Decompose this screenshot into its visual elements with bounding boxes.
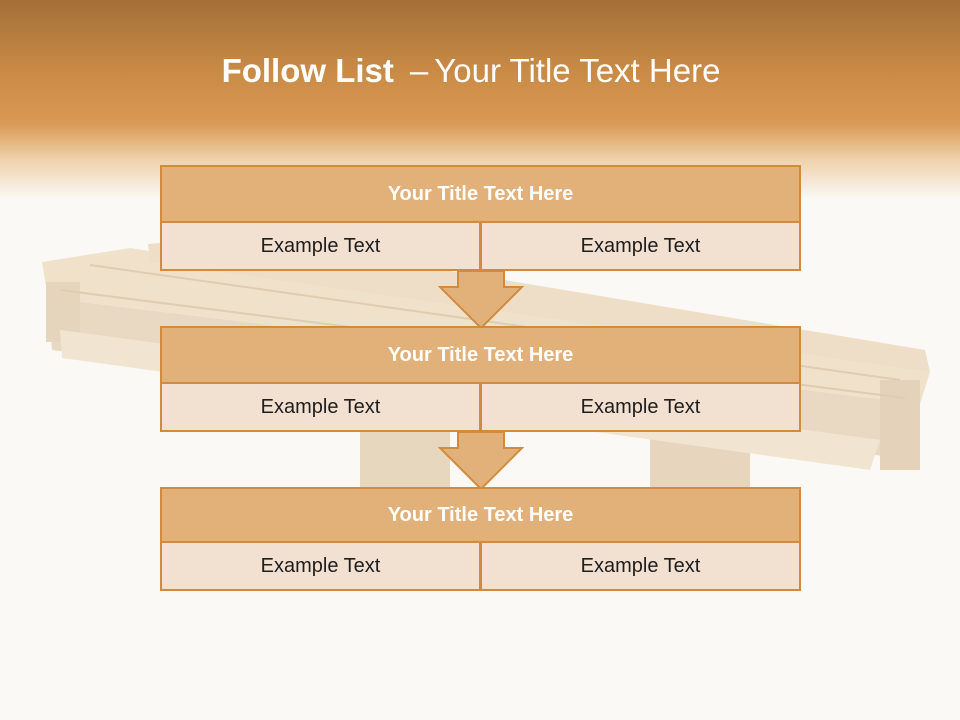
block-title: Your Title Text Here xyxy=(160,165,801,223)
down-arrow-icon xyxy=(438,431,524,491)
list-block-2: Your Title Text Here Example Text Exampl… xyxy=(160,326,801,432)
block-left-cell: Example Text xyxy=(160,223,481,271)
title-rest: Your Title Text Here xyxy=(434,52,721,89)
block-title: Your Title Text Here xyxy=(160,487,801,543)
block-right-cell: Example Text xyxy=(480,543,801,591)
down-arrow-icon xyxy=(438,270,524,330)
title-bold-part: Follow List xyxy=(221,52,394,89)
list-block-1: Your Title Text Here Example Text Exampl… xyxy=(160,165,801,271)
block-right-cell: Example Text xyxy=(480,223,801,271)
title-separator: – xyxy=(409,52,429,89)
block-left-cell: Example Text xyxy=(160,543,481,591)
list-block-3: Your Title Text Here Example Text Exampl… xyxy=(160,487,801,591)
slide-title: Follow List–Your Title Text Here xyxy=(0,52,942,90)
block-title: Your Title Text Here xyxy=(160,326,801,384)
block-left-cell: Example Text xyxy=(160,384,481,432)
block-right-cell: Example Text xyxy=(480,384,801,432)
